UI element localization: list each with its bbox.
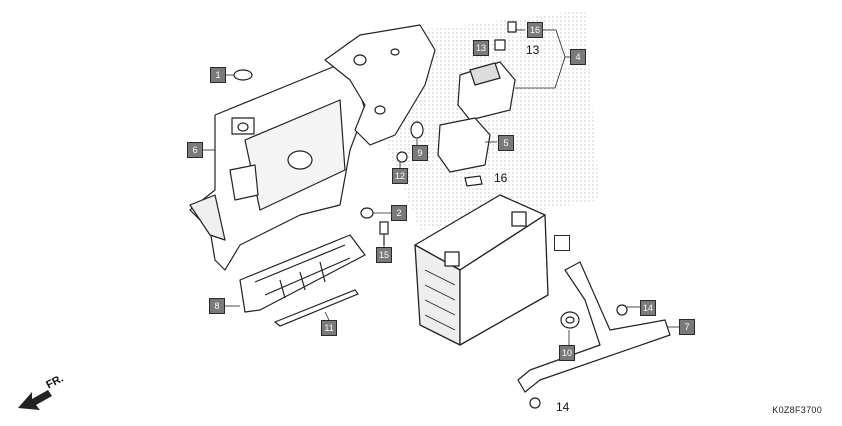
- rubber-strap: [273, 289, 359, 327]
- battery: [414, 194, 549, 346]
- callout-11: 11: [321, 320, 337, 336]
- bolt-12: [396, 151, 408, 163]
- washer: [360, 207, 374, 219]
- under-tray: [239, 234, 366, 313]
- callout-13: 13: [473, 40, 489, 56]
- callout-7: 7: [679, 319, 695, 335]
- callout-blank: [554, 235, 570, 251]
- callout-12: 12: [392, 168, 408, 184]
- battery-bracket: [517, 261, 671, 393]
- callout-10: 10: [559, 345, 575, 361]
- upper-bracket: [324, 24, 436, 146]
- callout-9: 9: [412, 145, 428, 161]
- callout-8: 8: [209, 298, 225, 314]
- battery-tray: [189, 59, 366, 271]
- bolt-14-top: [616, 304, 628, 316]
- callout-6: 6: [187, 142, 203, 158]
- grommet: [233, 69, 253, 81]
- leader-lines: [202, 29, 682, 345]
- callout-2: 2: [391, 205, 407, 221]
- fuse-16: [464, 175, 483, 187]
- front-direction-arrow-icon: [18, 390, 52, 410]
- callout-14: 14: [640, 300, 656, 316]
- callout-5: 5: [498, 135, 514, 151]
- diagram-code: K0Z8F3700: [772, 405, 822, 415]
- callout-16: 16: [527, 22, 543, 38]
- plain-label-16: 16: [494, 171, 508, 185]
- bolt-14-bottom: [529, 397, 541, 409]
- callout-1: 1: [210, 67, 226, 83]
- callout-15: 15: [376, 247, 392, 263]
- callout-4: 4: [570, 49, 586, 65]
- fuse-box: [457, 21, 517, 121]
- fuse-cover: [437, 117, 491, 173]
- bolt-15: [379, 221, 389, 245]
- grommet-9: [410, 121, 424, 139]
- plain-label-14: 14: [556, 400, 570, 414]
- plain-label-13: 13: [526, 43, 540, 57]
